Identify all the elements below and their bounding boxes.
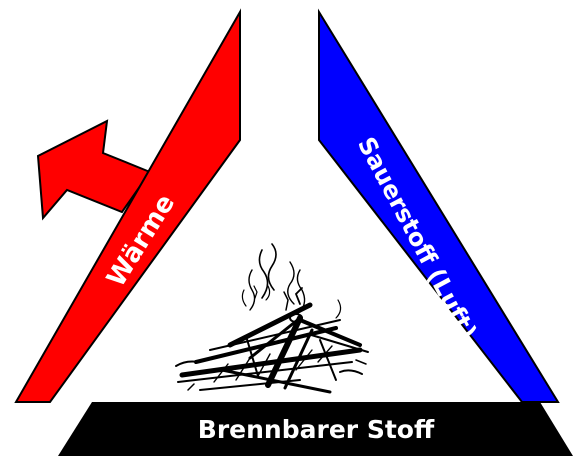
fuel-base: Brennbarer Stoff — [58, 402, 573, 456]
burning-wood-icon — [176, 244, 368, 392]
fuel-base-label: Brennbarer Stoff — [198, 415, 435, 444]
oxygen-side-label: Sauerstoff (Luft) — [352, 132, 482, 344]
